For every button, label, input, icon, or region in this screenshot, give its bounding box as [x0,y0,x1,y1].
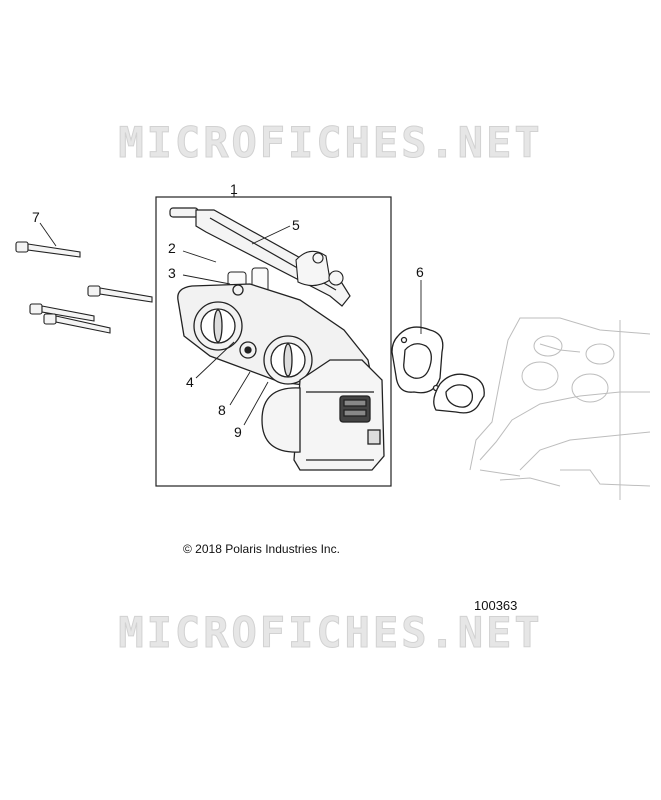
leader-lines [39,222,422,426]
assembly-frame [155,196,392,487]
throttle-actuator-housing [261,359,385,471]
callout-3: 3 [168,265,176,281]
watermark-top: MICROFICHES.NET [118,118,543,168]
callout-4: 4 [186,374,194,390]
callout-7: 7 [32,209,40,225]
leader-line-4 [195,341,235,379]
callout-2: 2 [168,240,176,256]
pressure-regulator [295,250,344,287]
callout-5: 5 [292,217,300,233]
mounting-bolt [15,241,153,334]
leader-line-9 [243,381,269,426]
callout-9: 9 [234,424,242,440]
gasket [391,326,485,414]
callout-6: 6 [416,264,424,280]
leader-line-2 [182,250,217,263]
leader-line-8 [229,371,251,406]
leader-line-7 [39,222,57,247]
intake-manifold-phantom [469,317,651,500]
callout-8: 8 [218,402,226,418]
watermark-bottom: MICROFICHES.NET [118,608,543,658]
leader-line-3 [182,274,231,285]
leader-line-5 [251,225,291,245]
copyright-notice: © 2018 Polaris Industries Inc. [183,542,340,556]
figure-number: 100363 [474,598,518,613]
callout-1: 1 [230,181,238,197]
